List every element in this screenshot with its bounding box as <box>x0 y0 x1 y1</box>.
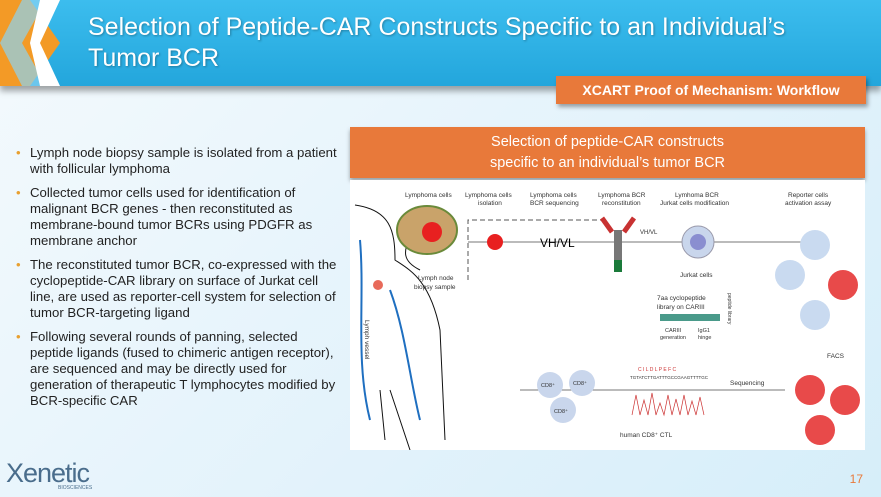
figure-title: Selection of peptide-CAR constructs spec… <box>350 127 865 178</box>
label: Jurkat cells <box>680 272 713 279</box>
label: Jurkat cells modification <box>660 200 729 207</box>
logo-text: Xenetic <box>6 458 90 488</box>
logo-subtext: BIOSCIENCES <box>58 485 93 491</box>
label: Sequencing <box>730 380 765 387</box>
label: Lymphoma cells <box>465 192 512 199</box>
label: reconstitution <box>602 200 641 207</box>
label: Lymphoma cells <box>530 192 577 199</box>
lymph-vessel <box>359 239 421 421</box>
lymph-node-icon <box>373 280 383 290</box>
label: Lymph vessel <box>363 320 370 360</box>
label: Lymphoma BCR <box>598 192 646 199</box>
label: C I L D L P E F C <box>638 367 677 373</box>
label: Lymhoma BCR <box>675 192 719 199</box>
label: CARIII <box>665 328 682 334</box>
label: VH/VL <box>540 236 575 250</box>
reporter-cells <box>775 230 860 445</box>
page-title: Selection of Peptide-CAR Constructs Spec… <box>88 13 786 72</box>
bullet-list: Lymph node biopsy sample is isolated fro… <box>14 145 339 417</box>
label: hinge <box>698 335 711 341</box>
label: BCR sequencing <box>530 200 579 207</box>
bullet-item: Lymph node biopsy sample is isolated fro… <box>14 145 339 177</box>
label: peptide library <box>726 293 732 325</box>
figure-title-line: Selection of peptide-CAR constructs <box>491 134 724 150</box>
label: CD8⁺ <box>541 382 555 389</box>
label: CD8⁺ <box>554 408 568 415</box>
label: activation assay <box>785 200 832 207</box>
label: IgG1 <box>698 328 710 334</box>
bullet-item: The reconstituted tumor BCR, co-expresse… <box>14 257 339 321</box>
label: 7aa cyclopeptide <box>657 295 706 302</box>
figure-title-line: specific to an individual’s tumor BCR <box>489 155 726 171</box>
label: Reporter cells <box>788 192 829 199</box>
bcr-icon <box>614 230 622 260</box>
header-banner: Selection of Peptide-CAR Constructs Spec… <box>0 0 881 86</box>
label: isolation <box>478 200 502 207</box>
label: Lymph node <box>418 275 454 282</box>
chromatogram <box>631 392 705 417</box>
label: generation <box>660 335 686 341</box>
page-number: 17 <box>849 472 863 486</box>
company-logo: Xenetic BIOSCIENCES <box>6 458 92 491</box>
tumor-cells-icon <box>487 234 503 250</box>
x-logo-icon <box>0 0 60 86</box>
label: CD8⁺ <box>573 380 587 387</box>
label: FACS <box>827 353 845 360</box>
label: human CD8⁺ CTL <box>620 432 673 439</box>
workflow-diagram: Lymph vessel Lymphoma cells Lymph node b… <box>350 180 865 451</box>
label: VH/VL <box>640 230 658 236</box>
label: library on CARIII <box>657 304 705 311</box>
label: Lymphoma cells <box>405 192 452 199</box>
bullet-item: Collected tumor cells used for identific… <box>14 185 339 249</box>
label: biopsy sample <box>414 284 456 291</box>
car-construct-icon <box>660 314 720 321</box>
label: TGTATCTTGATTTGCCGAAGTTTTGC <box>630 375 709 380</box>
bullet-item: Following several rounds of panning, sel… <box>14 329 339 409</box>
section-tag: XCART Proof of Mechanism: Workflow <box>556 76 866 104</box>
